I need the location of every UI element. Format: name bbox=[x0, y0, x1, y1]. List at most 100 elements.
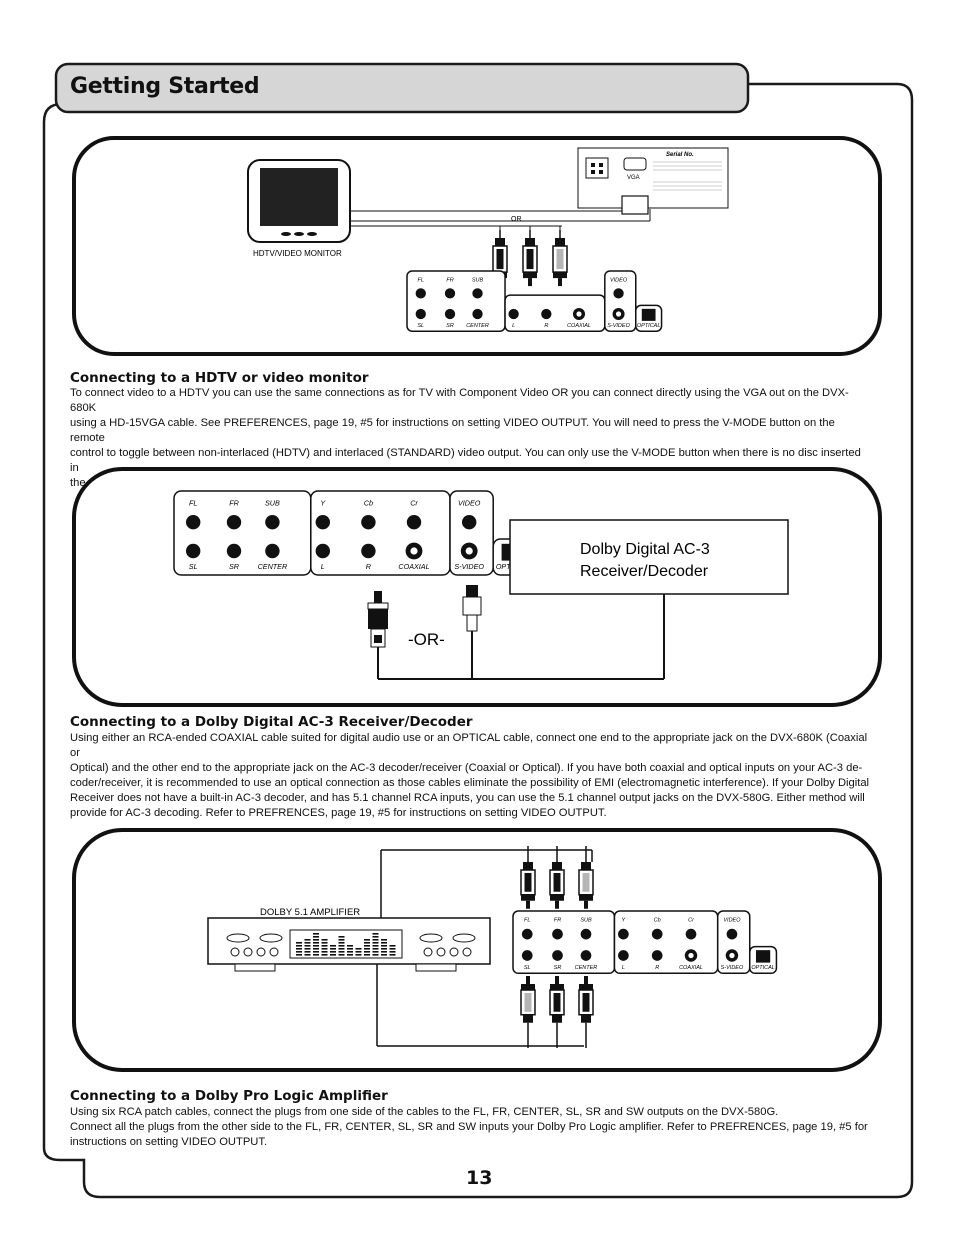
jack-label: L bbox=[622, 965, 625, 971]
jack-label: SUB bbox=[472, 277, 484, 283]
or-label: OR bbox=[511, 216, 522, 223]
jack bbox=[444, 288, 456, 299]
jack bbox=[651, 928, 663, 940]
receiver-label-line1: Dolby Digital AC-3 bbox=[580, 541, 710, 558]
jack bbox=[186, 515, 201, 530]
jack bbox=[552, 928, 563, 940]
jack bbox=[265, 543, 280, 559]
jack bbox=[415, 288, 426, 299]
jack bbox=[613, 288, 624, 299]
jack-label: FR bbox=[554, 918, 561, 924]
jack bbox=[580, 928, 592, 940]
jack-label: Y bbox=[320, 498, 326, 507]
jack-label: COAXIAL bbox=[679, 965, 703, 971]
jack bbox=[186, 543, 201, 559]
rca-plug bbox=[522, 230, 538, 287]
optical-jack bbox=[755, 950, 771, 963]
jack bbox=[521, 928, 533, 940]
jack-label: FL bbox=[189, 498, 197, 507]
jack-label: L bbox=[512, 323, 515, 329]
jack bbox=[541, 308, 552, 320]
jack-label: COAXIAL bbox=[398, 562, 429, 571]
jack-label: Cr bbox=[410, 498, 418, 507]
jack-label: S-VIDEO bbox=[721, 965, 744, 971]
jack-label: FL bbox=[524, 918, 530, 924]
jack-label: VIDEO bbox=[723, 918, 741, 924]
section-heading-ac3: Connecting to a Dolby Digital AC-3 Recei… bbox=[70, 714, 473, 730]
jack bbox=[444, 308, 456, 320]
jack-label: Y bbox=[622, 918, 626, 924]
jack-label: FR bbox=[229, 498, 239, 507]
jack-label: SR bbox=[446, 323, 454, 329]
jack-label: OPTICAL bbox=[637, 323, 661, 329]
vga-label: VGA bbox=[627, 175, 640, 181]
rca-plugs bbox=[520, 846, 594, 1048]
jack-label: CENTER bbox=[575, 965, 598, 971]
jack bbox=[361, 515, 376, 530]
serial-label: Serial No. bbox=[666, 152, 694, 158]
jack-label: SL bbox=[417, 323, 424, 329]
optical-plug bbox=[462, 585, 482, 632]
section-heading-hdtv: Connecting to a HDTV or video monitor bbox=[70, 370, 369, 386]
rca-plug bbox=[549, 976, 565, 1041]
jack-label: SL bbox=[524, 965, 531, 971]
jack-label: OPTICAL bbox=[751, 965, 775, 971]
header-tab bbox=[54, 62, 750, 114]
jack bbox=[226, 515, 242, 530]
jack-label: SUB bbox=[265, 498, 280, 507]
jack-label: SUB bbox=[580, 918, 592, 924]
jack bbox=[521, 950, 533, 961]
rca-plug bbox=[552, 230, 568, 287]
rca-plug bbox=[578, 854, 594, 909]
jack-label: COAXIAL bbox=[567, 323, 591, 329]
jack-label: R bbox=[655, 965, 659, 971]
jack bbox=[618, 928, 629, 940]
monitor-label: HDTV/VIDEO MONITOR bbox=[253, 249, 342, 258]
jack bbox=[726, 928, 738, 940]
hdtv-connection-diagram: HDTV/VIDEO MONITOR OR VGA Serial No. FL F… bbox=[72, 136, 882, 356]
jack bbox=[685, 928, 697, 940]
jack bbox=[508, 308, 519, 320]
jack-label: FR bbox=[446, 277, 453, 283]
jack bbox=[406, 515, 422, 530]
rca-plugs bbox=[492, 230, 568, 287]
page-number: 13 bbox=[466, 1167, 493, 1189]
jack bbox=[265, 515, 280, 530]
section-body-ac3: Using either an RCA-ended COAXIAL cable … bbox=[70, 732, 870, 819]
jack bbox=[315, 515, 330, 530]
jack-label: S-VIDEO bbox=[607, 323, 630, 329]
jack-label: S-VIDEO bbox=[454, 562, 484, 571]
amplifier-icon bbox=[207, 917, 491, 972]
receiver-label-line2: Receiver/Decoder bbox=[580, 563, 709, 580]
jack bbox=[651, 950, 663, 961]
coaxial-plug bbox=[367, 591, 389, 648]
jack-label: SL bbox=[189, 562, 198, 571]
rca-plug bbox=[520, 976, 536, 1041]
jack-label: L bbox=[321, 562, 325, 571]
section-body-prologic: Using six RCA patch cables, connect the … bbox=[70, 1106, 868, 1148]
jack-label: CENTER bbox=[466, 323, 489, 329]
jack bbox=[472, 288, 483, 299]
jack bbox=[226, 543, 242, 559]
jack bbox=[415, 308, 426, 320]
jack bbox=[552, 950, 563, 961]
rca-plug bbox=[549, 854, 565, 909]
monitor-icon bbox=[247, 159, 351, 243]
or-label: -OR- bbox=[408, 630, 445, 649]
jack-label: FL bbox=[418, 277, 424, 283]
jack bbox=[361, 543, 376, 559]
receiver-box bbox=[509, 519, 789, 595]
jack-label: Cb bbox=[654, 918, 661, 924]
jack bbox=[472, 308, 483, 320]
section-heading-prologic: Connecting to a Dolby Pro Logic Amplifie… bbox=[70, 1088, 388, 1104]
jack-label: VIDEO bbox=[458, 498, 481, 507]
jack bbox=[315, 543, 330, 559]
page-title: Getting Started bbox=[70, 74, 260, 99]
jack-label: R bbox=[366, 562, 371, 571]
